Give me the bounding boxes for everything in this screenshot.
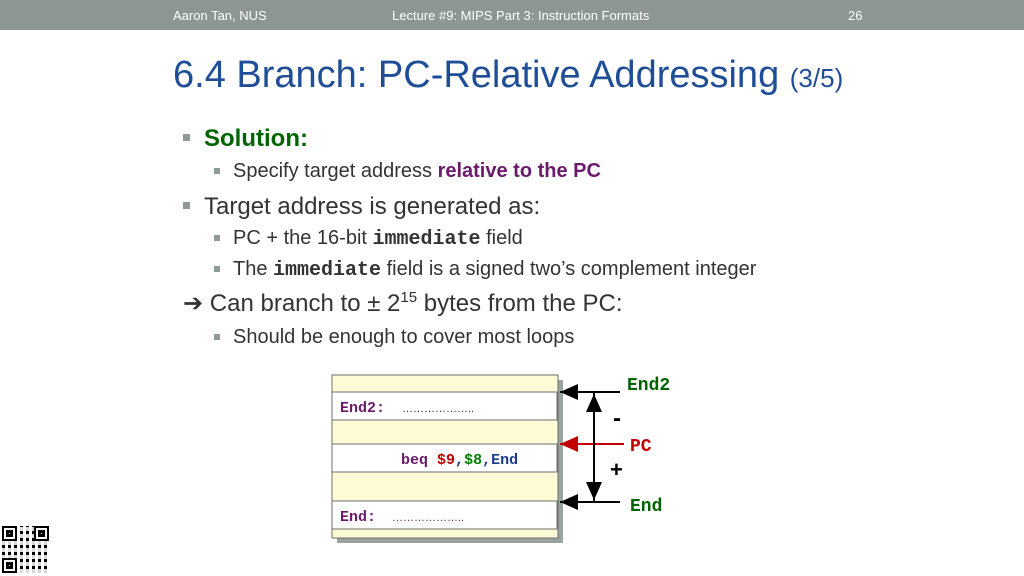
title-main: 6.4 Branch: PC-Relative Addressing (173, 54, 780, 96)
bullet-square-icon (183, 134, 190, 141)
title-part: (3/5) (789, 63, 844, 93)
bullet-target-sub2: The immediate field is a signed two’s co… (233, 258, 756, 282)
bullet-branch: ➔ Can branch to ± 215 bytes from the PC: (183, 289, 623, 318)
slide-header: Aaron Tan, NUS Lecture #9: MIPS Part 3: … (0, 0, 1024, 30)
beq-op: beq (401, 452, 428, 469)
bullet-target-sub1: PC + the 16-bit immediate field (233, 227, 523, 251)
beq-instruction: beq $9,$8,End (401, 452, 518, 469)
label-pc: PC (630, 437, 652, 457)
branch-prefix: Can branch to ± 2 (209, 290, 401, 317)
target-sub1-code: immediate (372, 228, 481, 251)
label-plus: + (610, 457, 623, 482)
right-arrow-icon: ➔ (183, 290, 204, 317)
target-sub1-suffix: field (480, 227, 523, 249)
target-sub2-prefix: The (233, 258, 274, 280)
branch-suffix: bytes from the PC: (417, 290, 623, 317)
bullet-square-icon (214, 266, 220, 272)
bullet-square-icon (183, 202, 190, 209)
solution-sub-prefix: Specify target address (233, 160, 438, 182)
label-end: End (630, 497, 662, 517)
beq-target: End (491, 452, 518, 469)
beq-comma1: , (455, 452, 464, 469)
row-end (331, 500, 558, 530)
branch-exponent: 15 (400, 289, 418, 306)
label-end2: End2 (627, 376, 670, 396)
end2-row-dots: ……………….. (402, 403, 474, 415)
beq-reg2: $8 (464, 452, 482, 469)
bullet-branch-sub: Should be enough to cover most loops (233, 326, 575, 348)
page-number: 26 (848, 8, 863, 23)
end-row-dots: ……………….. (392, 512, 464, 524)
bullet-square-icon (214, 168, 220, 174)
bullet-square-icon (214, 334, 220, 340)
bullet-target: Target address is generated as: (204, 193, 541, 220)
row-beq (331, 443, 558, 473)
label-minus: - (613, 405, 621, 432)
target-sub2-suffix: field is a signed two’s complement integ… (381, 258, 757, 280)
row-end2 (331, 391, 558, 421)
beq-reg1: $9 (437, 452, 455, 469)
end-row-label: End: (340, 509, 376, 526)
author-label: Aaron Tan, NUS (173, 8, 267, 23)
lecture-label: Lecture #9: MIPS Part 3: Instruction For… (392, 8, 650, 23)
slide-title: 6.4 Branch: PC-Relative Addressing (3/5) (173, 54, 843, 97)
solution-sub-emph: relative to the PC (437, 160, 601, 182)
target-sub2-code: immediate (273, 259, 382, 282)
end2-row-label: End2: (340, 400, 385, 417)
bullet-square-icon (214, 235, 220, 241)
qr-code-icon (2, 526, 49, 573)
bullet-solution: Solution: (204, 125, 308, 152)
beq-comma2: , (482, 452, 491, 469)
target-sub1-prefix: PC + the 16-bit (233, 227, 373, 249)
bullet-solution-sub: Specify target address relative to the P… (233, 160, 601, 183)
